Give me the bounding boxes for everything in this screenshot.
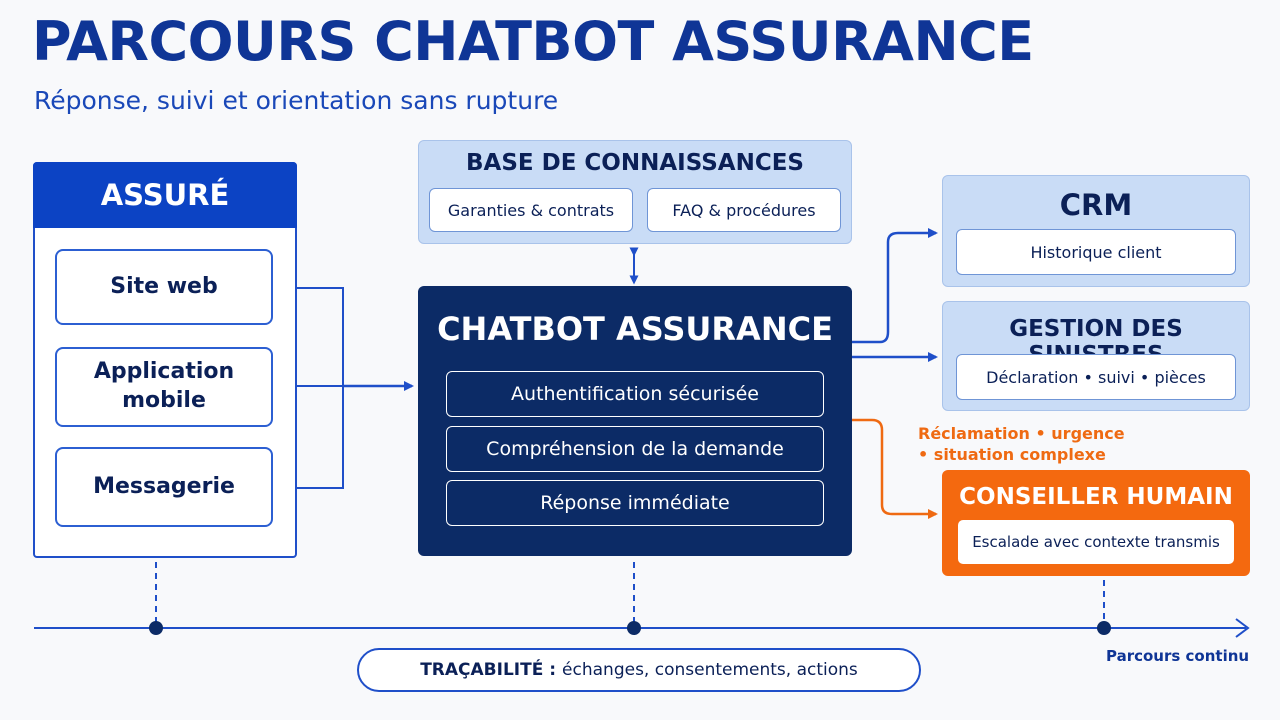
timeline-node <box>1097 621 1111 635</box>
chatbot-panel <box>418 286 852 556</box>
page-subtitle: Réponse, suivi et orientation sans ruptu… <box>34 86 559 115</box>
chatbot-title: CHATBOT ASSURANCE <box>437 310 833 348</box>
kb-item-faq: FAQ & procédures <box>647 188 841 232</box>
page-title: PARCOURS CHATBOT ASSURANCE <box>32 10 1034 73</box>
channel-mobile-app: Application mobile <box>55 347 273 427</box>
timeline-label: Parcours continu <box>1106 647 1250 665</box>
knowledge-base-title: BASE DE CONNAISSANCES <box>465 150 804 176</box>
chatbot-step-auth: Authentification sécurisée <box>446 371 824 417</box>
timeline-node <box>627 621 641 635</box>
traceability-label: TRAÇABILITÉ : <box>420 660 557 680</box>
human-advisor-title: CONSEILLER HUMAIN <box>959 484 1233 510</box>
human-advisor-item: Escalade avec contexte transmis <box>958 520 1234 564</box>
chatbot-to-crm-arrow <box>852 228 938 344</box>
crm-item: Historique client <box>956 229 1236 275</box>
escalation-note: Réclamation • urgence • situation comple… <box>918 424 1125 464</box>
channel-connector <box>273 287 344 489</box>
timeline-arrowhead <box>1235 618 1250 638</box>
crm-title: CRM <box>1059 188 1133 222</box>
channel-messaging: Messagerie <box>55 447 273 527</box>
chatbot-step-response: Réponse immédiate <box>446 480 824 526</box>
timeline-node <box>149 621 163 635</box>
channel-site-web: Site web <box>55 249 273 325</box>
chatbot-to-human-arrow <box>852 418 938 519</box>
traceability-text: échanges, consentements, actions <box>562 660 858 680</box>
chatbot-step-understanding: Compréhension de la demande <box>446 426 824 472</box>
traceability-box: TRAÇABILITÉ : échanges, consentements, a… <box>357 648 921 692</box>
assure-title: ASSURÉ <box>33 162 297 228</box>
kb-item-guarantees: Garanties & contrats <box>429 188 633 232</box>
claims-item: Déclaration • suivi • pièces <box>956 354 1236 400</box>
